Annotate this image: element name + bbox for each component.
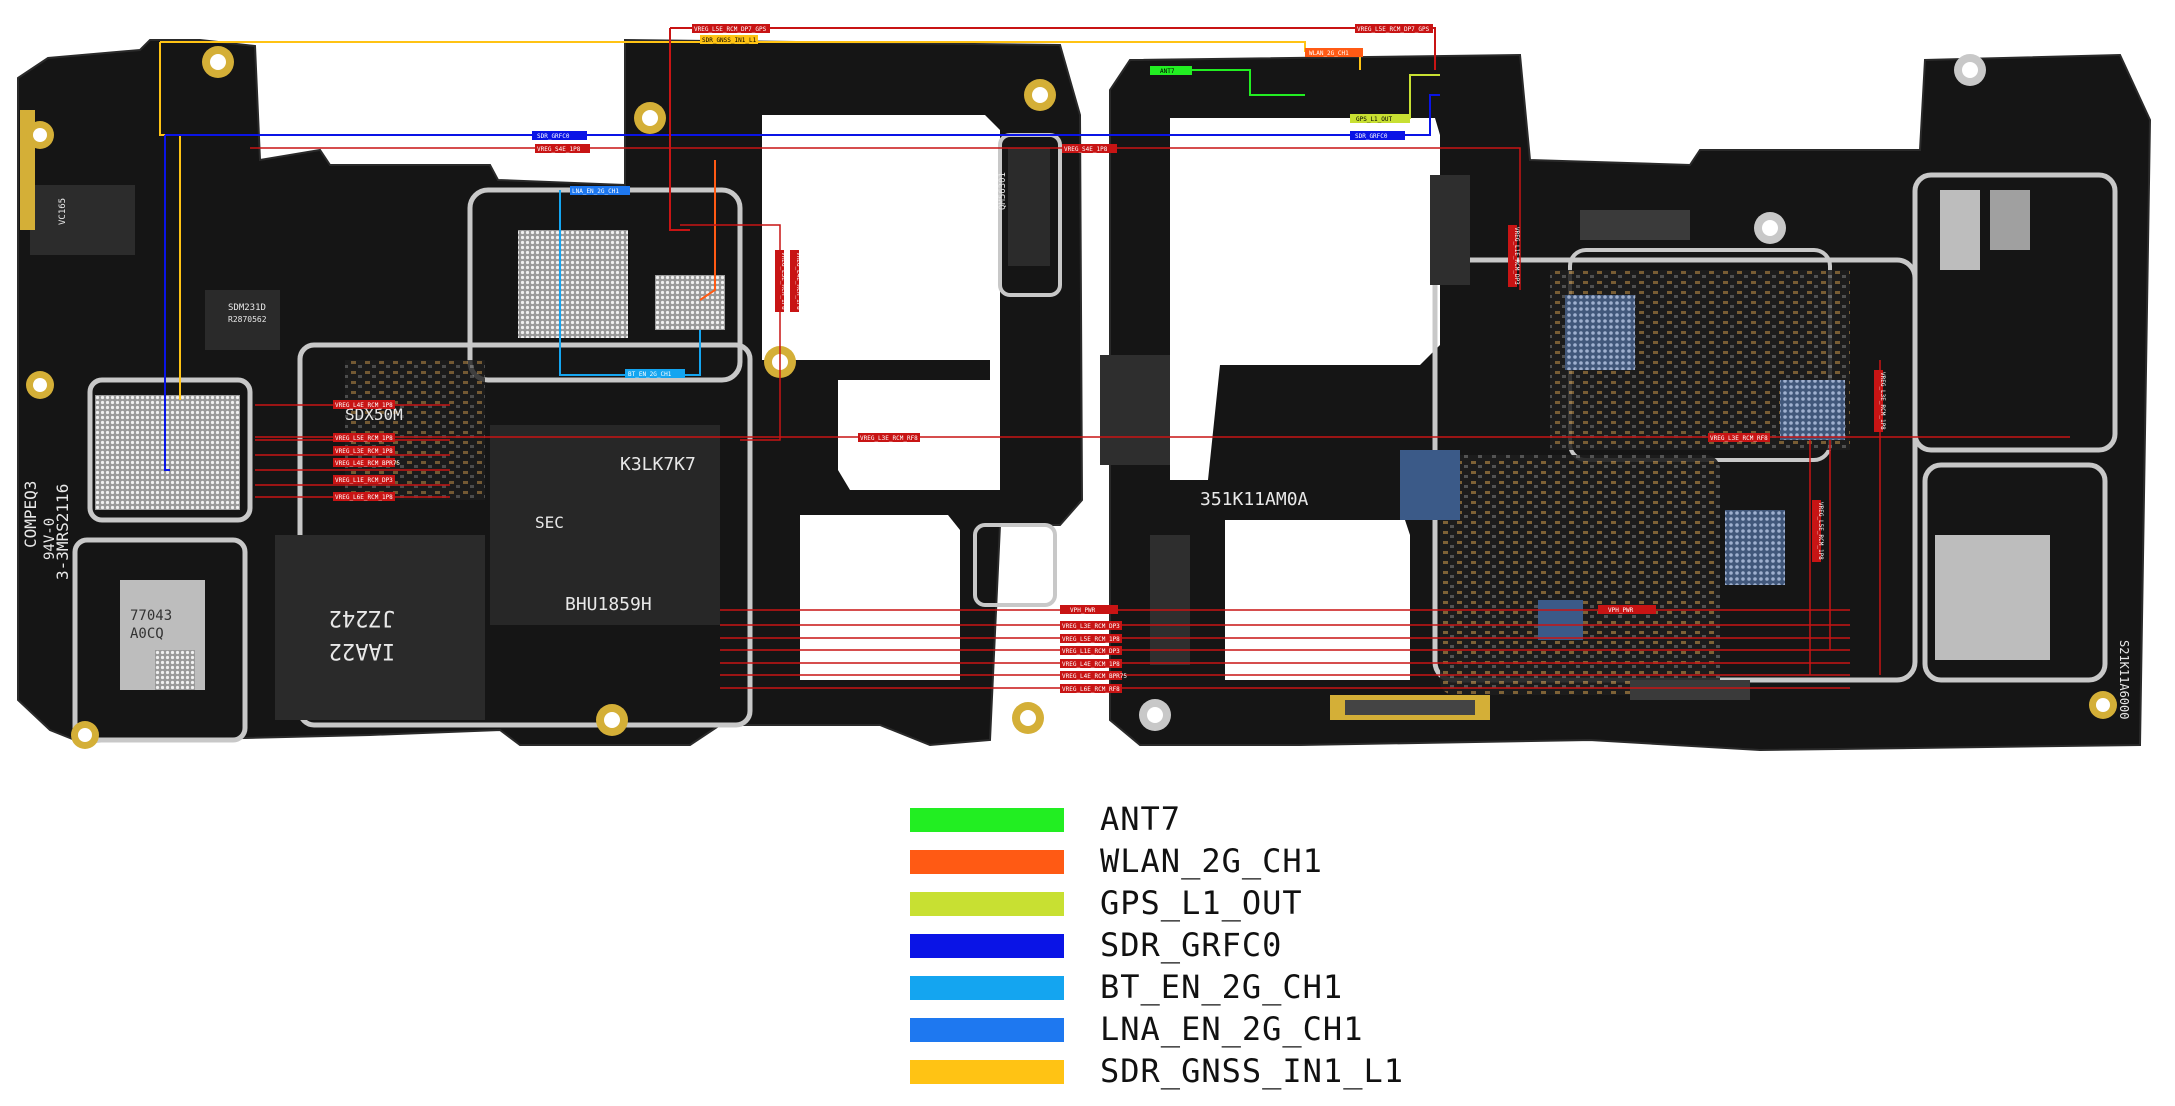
tag-gps-top: GPS_L1_OUT: [1356, 116, 1393, 123]
tag-vreg-mid: VREG_L3E_RCM_RF8: [860, 435, 918, 442]
legend-label: BT_EN_2G_CH1: [1100, 968, 1344, 1006]
legend-item: LNA_EN_2G_CH1: [910, 1008, 1470, 1050]
chip-sm-label: SDM231D: [228, 303, 266, 313]
tag-vreg-l4e-b: VREG_L4E_RCM_BPR75: [335, 460, 400, 467]
chip-sm2-label: R2870562: [228, 315, 267, 324]
tag-vreg-s4e-r: VREG_S4E_1P8: [1064, 146, 1108, 153]
legend-label: LNA_EN_2G_CH1: [1100, 1010, 1364, 1048]
legend-item: SDR_GRFC0: [910, 924, 1470, 966]
legend-label: GPS_L1_OUT: [1100, 884, 1303, 922]
tag-vr-v4: VREG_L5E_RCM_1P8: [1817, 502, 1824, 560]
chip-vc-label: VC165: [58, 198, 68, 225]
legend-label: SDR_GNSS_IN1_L1: [1100, 1052, 1404, 1090]
right-edge-code: S21K11A6000: [2117, 640, 2131, 719]
chip-mem-label: K3LK7K7: [620, 454, 696, 475]
left-board-code2: 94V-0: [42, 518, 58, 560]
tag-vph-r: VPH_PWR: [1608, 607, 1634, 614]
right-board-id: 351K11AM0A: [1200, 489, 1309, 510]
legend-item: WLAN_2G_CH1: [910, 840, 1470, 882]
legend-swatch: [910, 1018, 1064, 1042]
tag-vr-b1: VREG_L3E_RCM_DP3: [1062, 623, 1120, 630]
legend-item: ANT7: [910, 798, 1470, 840]
tag-vr-b4: VREG_L4E_RCM_1P8: [1062, 661, 1120, 668]
chip-ufs2-label: IAA22: [329, 638, 395, 663]
tag-vr-b2: VREG_L5E_RCM_1P8: [1062, 636, 1120, 643]
tag-gnss-top: SDR_GNSS_IN1_L1: [702, 37, 757, 44]
tag-vr-v2: VREG_L4E_RCM_1P8: [795, 252, 802, 310]
tag-vreg-l4e-a: VREG_L4E_RCM_1P8: [335, 402, 393, 409]
chip-w-label: 77043: [130, 608, 172, 624]
tag-vreg-l1e-a: VREG_L1E_RCM_DP3: [335, 477, 393, 484]
tag-vr-b3: VREG_L1E_RCM_DP3: [1062, 648, 1120, 655]
legend-swatch: [910, 808, 1064, 832]
tag-lna: LNA_EN_2G_CH1: [572, 188, 619, 195]
legend-item: GPS_L1_OUT: [910, 882, 1470, 924]
chip-sdr-label: SDX50M: [345, 405, 403, 424]
tag-vreg-l6e-a: VREG_L6E_RCM_1P8: [335, 494, 393, 501]
tag-vr-b5: VREG_L4E_RCM_BPR75: [1062, 673, 1127, 680]
left-board-id: COMPEQ3: [21, 481, 40, 548]
chip-q-label: QM56301: [998, 172, 1008, 210]
legend-swatch: [910, 850, 1064, 874]
tag-ant7: ANT7: [1160, 68, 1175, 75]
legend-swatch: [910, 934, 1064, 958]
legend-swatch: [910, 1060, 1064, 1084]
legend-item: SDR_GNSS_IN1_L1: [910, 1050, 1470, 1092]
legend-swatch: [910, 976, 1064, 1000]
tag-vr-v1: VREG_L5E_RCM_1P8: [780, 252, 787, 310]
tag-bt: BT_EN_2G_CH1: [628, 371, 672, 378]
tag-vreg-l3e-a: VREG_L3E_RCM_1P8: [335, 448, 393, 455]
left-board-code: 3-3MRS2116: [53, 484, 72, 580]
tag-vreg-top-r: VREG_L5E_RCM_DP7_GPS: [1357, 26, 1430, 33]
chip-w2-label: A0CQ: [130, 626, 164, 642]
right-pcb: 351K11AM0A S21K11A6000: [1100, 53, 2152, 752]
tag-vr-v5: VREG_L3E_RCM_1P8: [1879, 372, 1886, 430]
tag-vreg-l5e-a: VREG_L5E_RCM_1P8: [335, 435, 393, 442]
tag-vreg-s4e-l: VREG_S4E_1P8: [537, 146, 581, 153]
tag-sdr-grfc-left: SDR_GRFC0: [537, 133, 570, 140]
tag-sdr-grfc-right: SDR_GRFC0: [1355, 133, 1388, 140]
legend-label: WLAN_2G_CH1: [1100, 842, 1323, 880]
tag-vr-b6: VREG_L6E_RCM_RF8: [1062, 686, 1120, 693]
chip-mem3-label: SEC: [535, 513, 564, 532]
legend-label: ANT7: [1100, 800, 1182, 838]
tag-vr-v3: VREG_L1E_RCM_DP3: [1513, 227, 1520, 285]
tag-vreg-right: VREG_L3E_RCM_RF8: [1710, 435, 1768, 442]
chip-mem2-label: BHU1859H: [565, 594, 652, 615]
pcb-board-view: COMPEQ3 94V-0 3-3MRS2116 SDX50M K3LK7K7 …: [17, 24, 2152, 752]
chip-ufs-label: JZ242: [329, 605, 395, 630]
legend-item: BT_EN_2G_CH1: [910, 966, 1470, 1008]
legend-swatch: [910, 892, 1064, 916]
legend-label: SDR_GRFC0: [1100, 926, 1283, 964]
tag-vph-l: VPH_PWR: [1070, 607, 1096, 614]
tag-wlan-top: WLAN_2G_CH1: [1309, 50, 1349, 57]
tag-vreg-top-l: VREG_L5E_RCM_DP7_GPS: [694, 26, 767, 33]
signal-tags: ANT7 WLAN_2G_CH1 GPS_L1_OUT SDR_GRFC0 SD…: [333, 24, 1886, 693]
